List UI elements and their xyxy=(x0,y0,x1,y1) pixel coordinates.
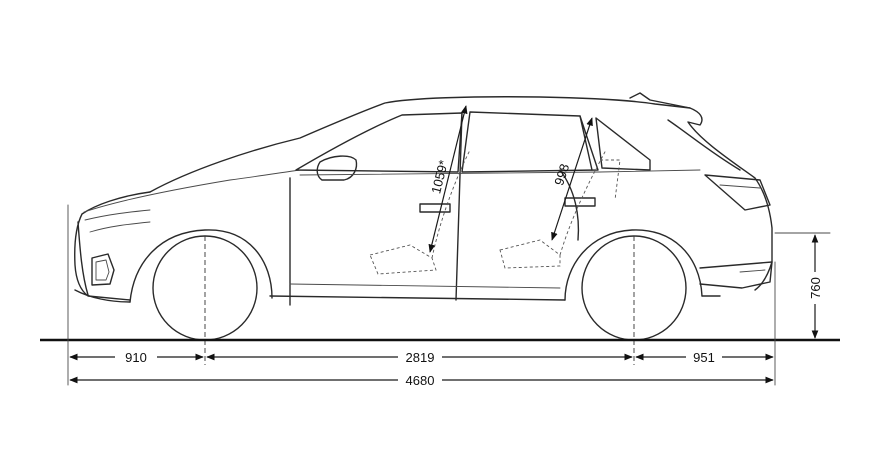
rear-headroom-value: 998 xyxy=(551,162,572,187)
front-overhang-dimension: 910 xyxy=(69,349,204,365)
overall-length-value: 4680 xyxy=(406,373,435,388)
rear-wheel xyxy=(581,235,687,365)
rear-height-dimension: 760 xyxy=(807,234,823,339)
front-overhang-value: 910 xyxy=(125,350,147,365)
wheelbase-value: 2819 xyxy=(406,350,435,365)
overall-length-dimension: 4680 xyxy=(69,372,774,388)
front-wheel xyxy=(152,235,258,365)
rear-headroom-dimension: 998 xyxy=(551,117,593,241)
rear-height-value: 760 xyxy=(808,277,823,299)
car-body-outline xyxy=(74,92,773,306)
rear-overhang-dimension: 951 xyxy=(635,349,774,365)
wheelbase-dimension: 2819 xyxy=(206,349,633,365)
rear-overhang-value: 951 xyxy=(693,350,715,365)
front-headroom-value: 1059* xyxy=(428,159,451,196)
